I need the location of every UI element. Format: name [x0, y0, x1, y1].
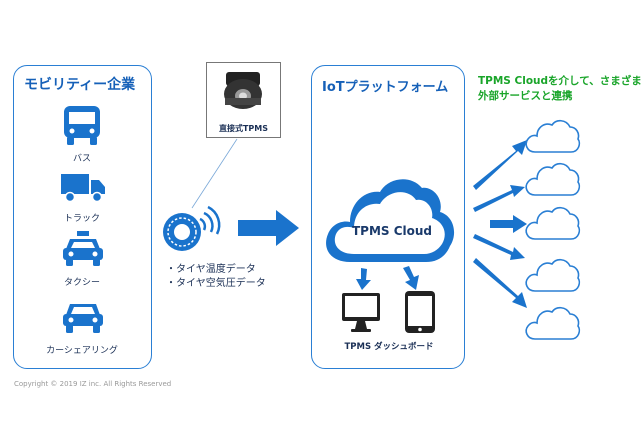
- arrow-right-icon: [238, 210, 299, 246]
- wireless-sensor-icon: [163, 205, 221, 251]
- sensor-data-line: ・タイヤ空気圧データ: [166, 278, 266, 289]
- arrow-icon: [490, 215, 527, 233]
- dashboard-label: TPMS ダッシュボード: [344, 342, 434, 352]
- monitor-icon: [342, 293, 380, 332]
- car-icon: [63, 304, 103, 333]
- services-text: TPMS Cloudを介して、さまざまな: [478, 75, 642, 87]
- cloud-icon: [326, 179, 455, 262]
- arrow-icon: [473, 140, 527, 190]
- mobility-item-label: バス: [72, 154, 91, 164]
- mobility-title: モビリティー企業: [24, 77, 136, 93]
- truck-icon: [61, 174, 105, 203]
- arrow-down-icon: [403, 266, 419, 290]
- arrow-icon: [473, 258, 527, 308]
- mobility-item-label: カーシェアリング: [46, 346, 118, 356]
- cloud-icon: [525, 119, 581, 153]
- mobility-item-label: タクシー: [63, 278, 100, 288]
- arrow-icon: [473, 234, 525, 260]
- sensor-data-line: ・タイヤ温度データ: [166, 264, 256, 275]
- sensor-label: 直接式TPMS: [218, 124, 269, 133]
- cloud-icon: [525, 206, 581, 240]
- cloud-icon: [525, 258, 581, 292]
- platform-title: IoTプラットフォーム: [322, 80, 449, 95]
- tpms-sensor-icon: [224, 72, 262, 109]
- copyright: Copyright © 2019 IZ inc. All Rights Rese…: [14, 380, 172, 388]
- tablet-icon: [405, 291, 435, 333]
- services-text: 外部サービスと連携: [478, 90, 573, 102]
- bus-icon: [64, 106, 100, 145]
- mobility-item-label: トラック: [63, 214, 100, 224]
- arrow-icon: [473, 185, 525, 212]
- cloud-icon: [525, 306, 581, 340]
- cloud-icon: [525, 162, 581, 196]
- cloud-label: TPMS Cloud: [351, 224, 433, 238]
- arrow-down-icon: [356, 268, 371, 290]
- taxi-icon: [63, 231, 103, 266]
